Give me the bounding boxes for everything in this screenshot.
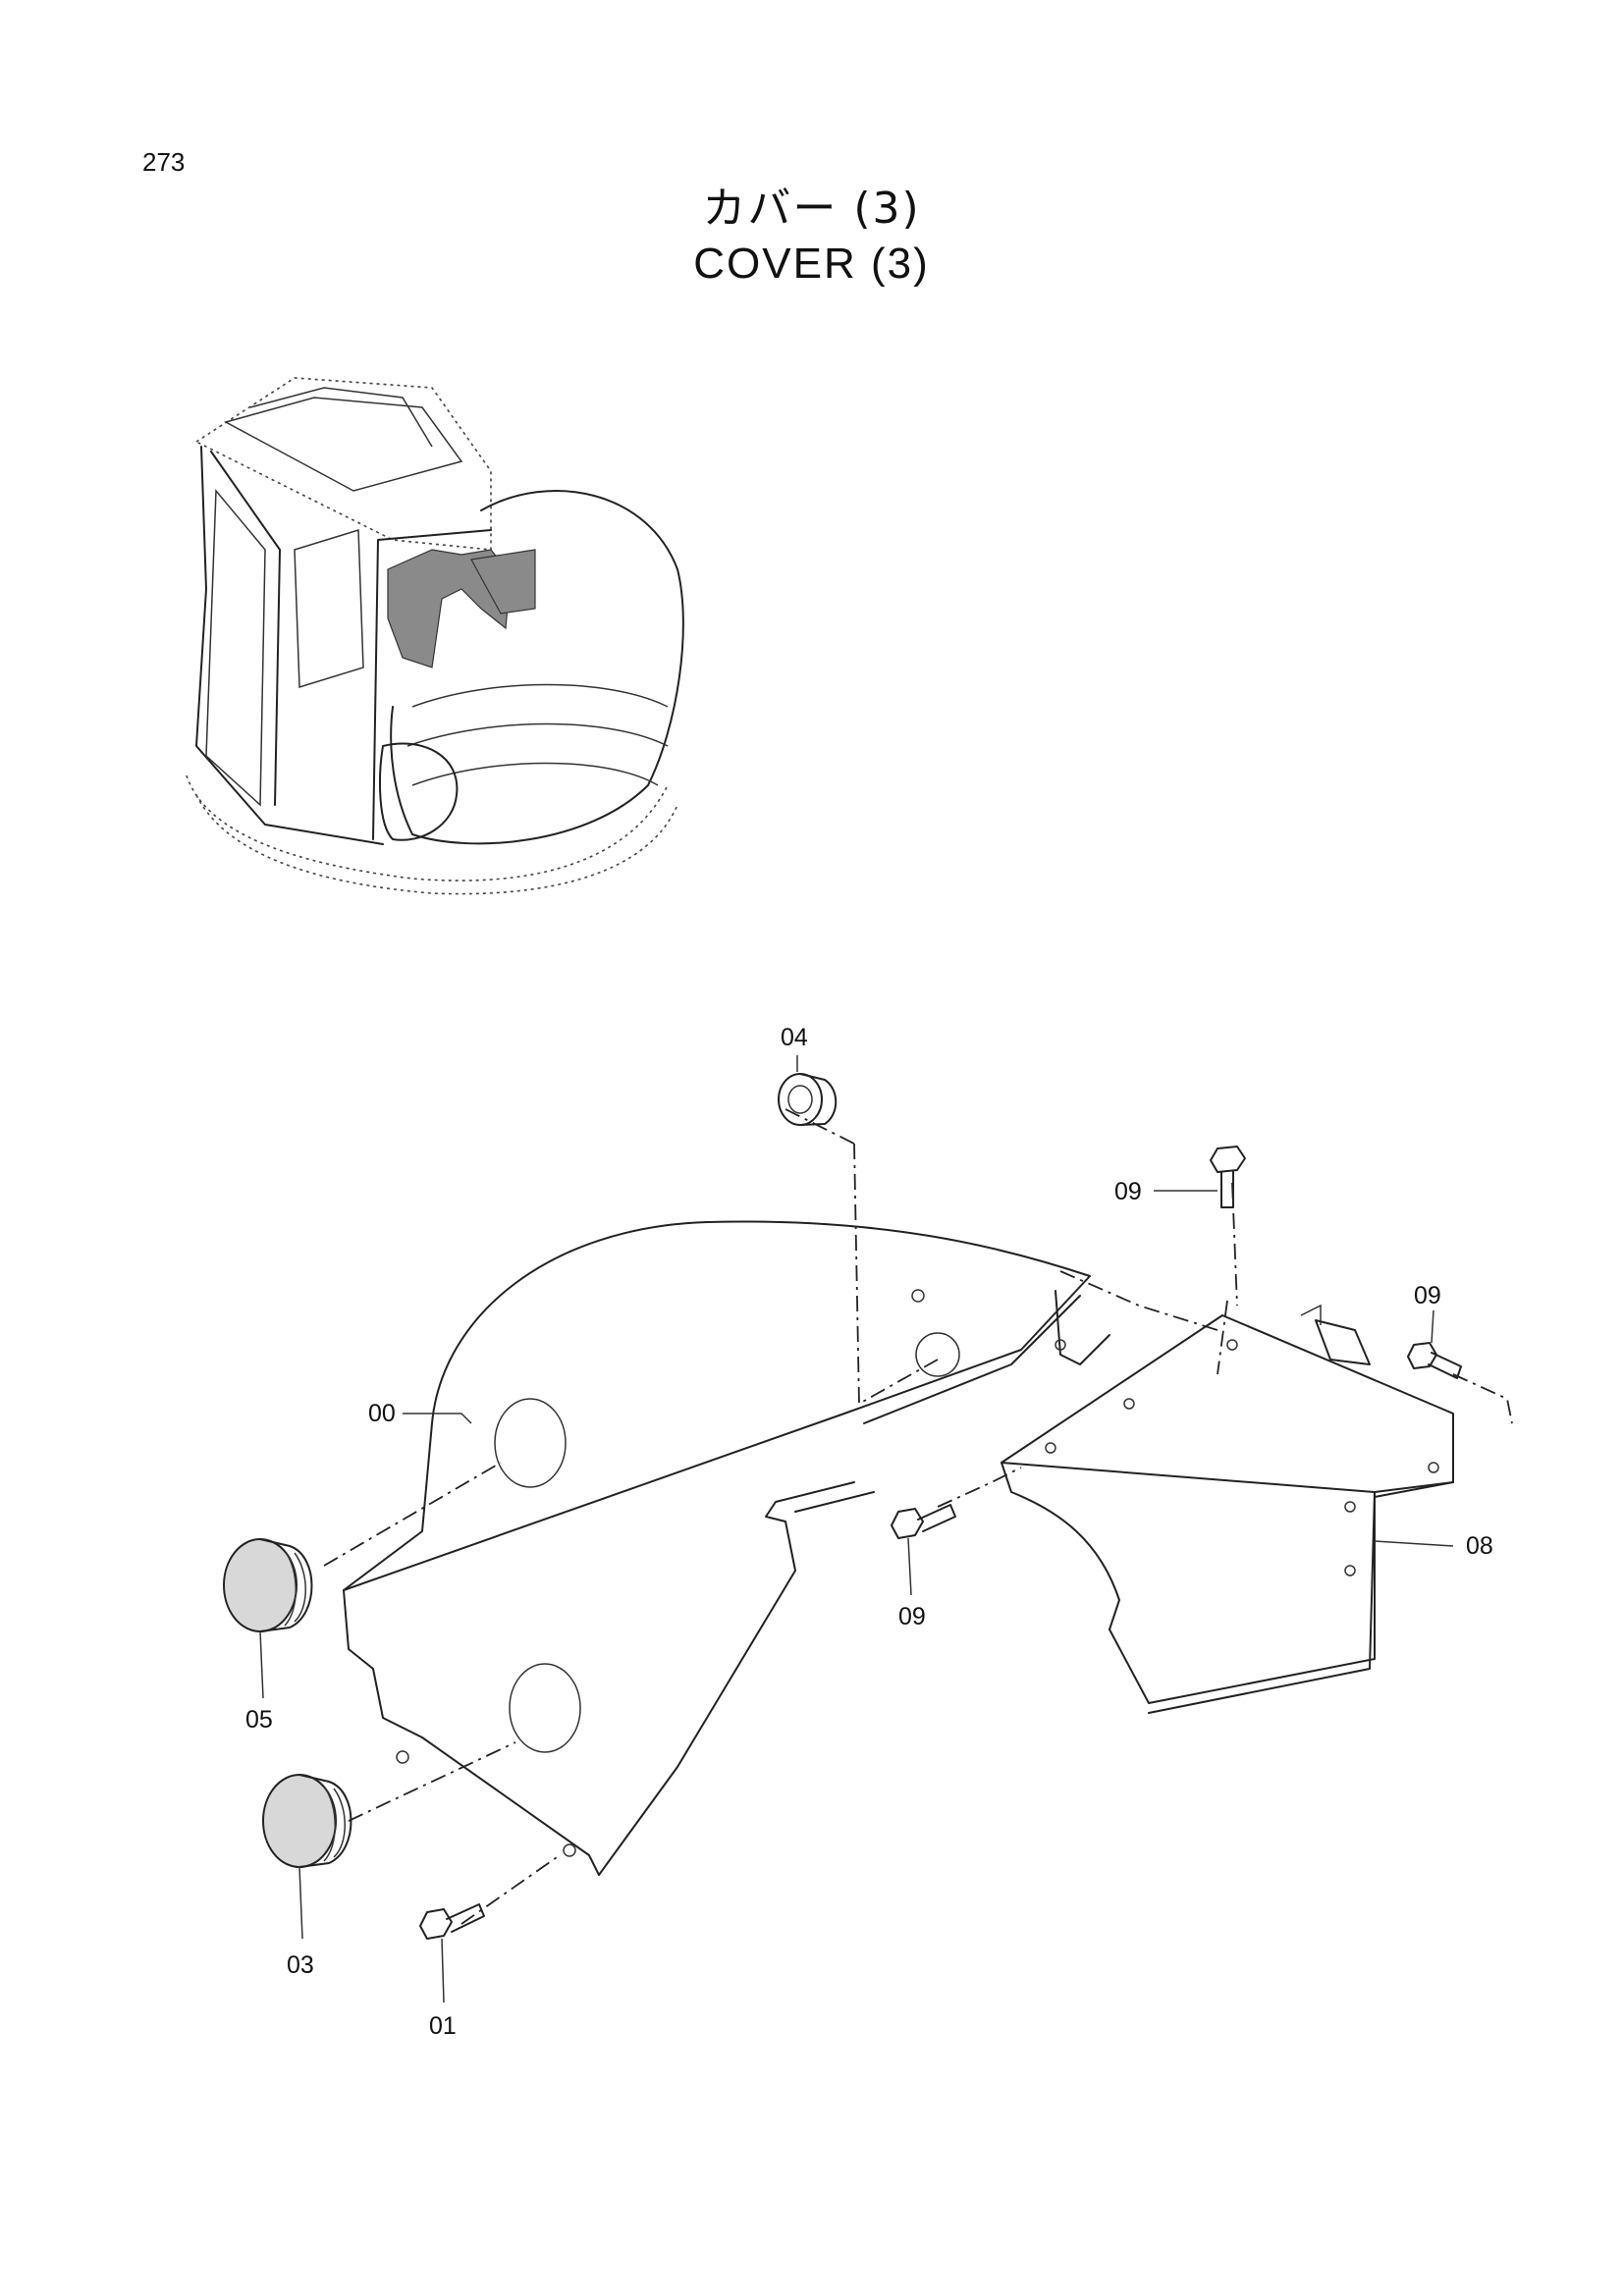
callout-01: 01 bbox=[429, 2012, 457, 2040]
grommet-part bbox=[778, 1073, 838, 1126]
callout-03: 03 bbox=[287, 1951, 314, 1979]
title-english: COVER (3) bbox=[693, 240, 930, 288]
excavator-overview bbox=[186, 377, 684, 895]
callout-04: 04 bbox=[781, 1024, 808, 1051]
exploded-view bbox=[223, 1055, 1513, 2003]
title-japanese: カバー (3) bbox=[702, 184, 921, 234]
bolt-09-left-part bbox=[891, 1504, 956, 1539]
bolt-01-part bbox=[419, 1903, 485, 1940]
callout-08: 08 bbox=[1466, 1532, 1493, 1560]
cap-03-part bbox=[262, 1774, 352, 1868]
title-block: カバー (3) COVER (3) bbox=[0, 182, 1623, 292]
callout-09-right: 09 bbox=[1414, 1282, 1441, 1309]
bolt-09-right-part bbox=[1407, 1342, 1462, 1379]
callout-00: 00 bbox=[368, 1400, 396, 1427]
page-number: 273 bbox=[142, 147, 186, 177]
bolt-09-top-part bbox=[1210, 1146, 1246, 1208]
callout-09-top: 09 bbox=[1114, 1178, 1142, 1205]
callout-09-left: 09 bbox=[898, 1603, 926, 1630]
cap-05-part bbox=[223, 1538, 313, 1632]
callout-05: 05 bbox=[245, 1706, 273, 1734]
